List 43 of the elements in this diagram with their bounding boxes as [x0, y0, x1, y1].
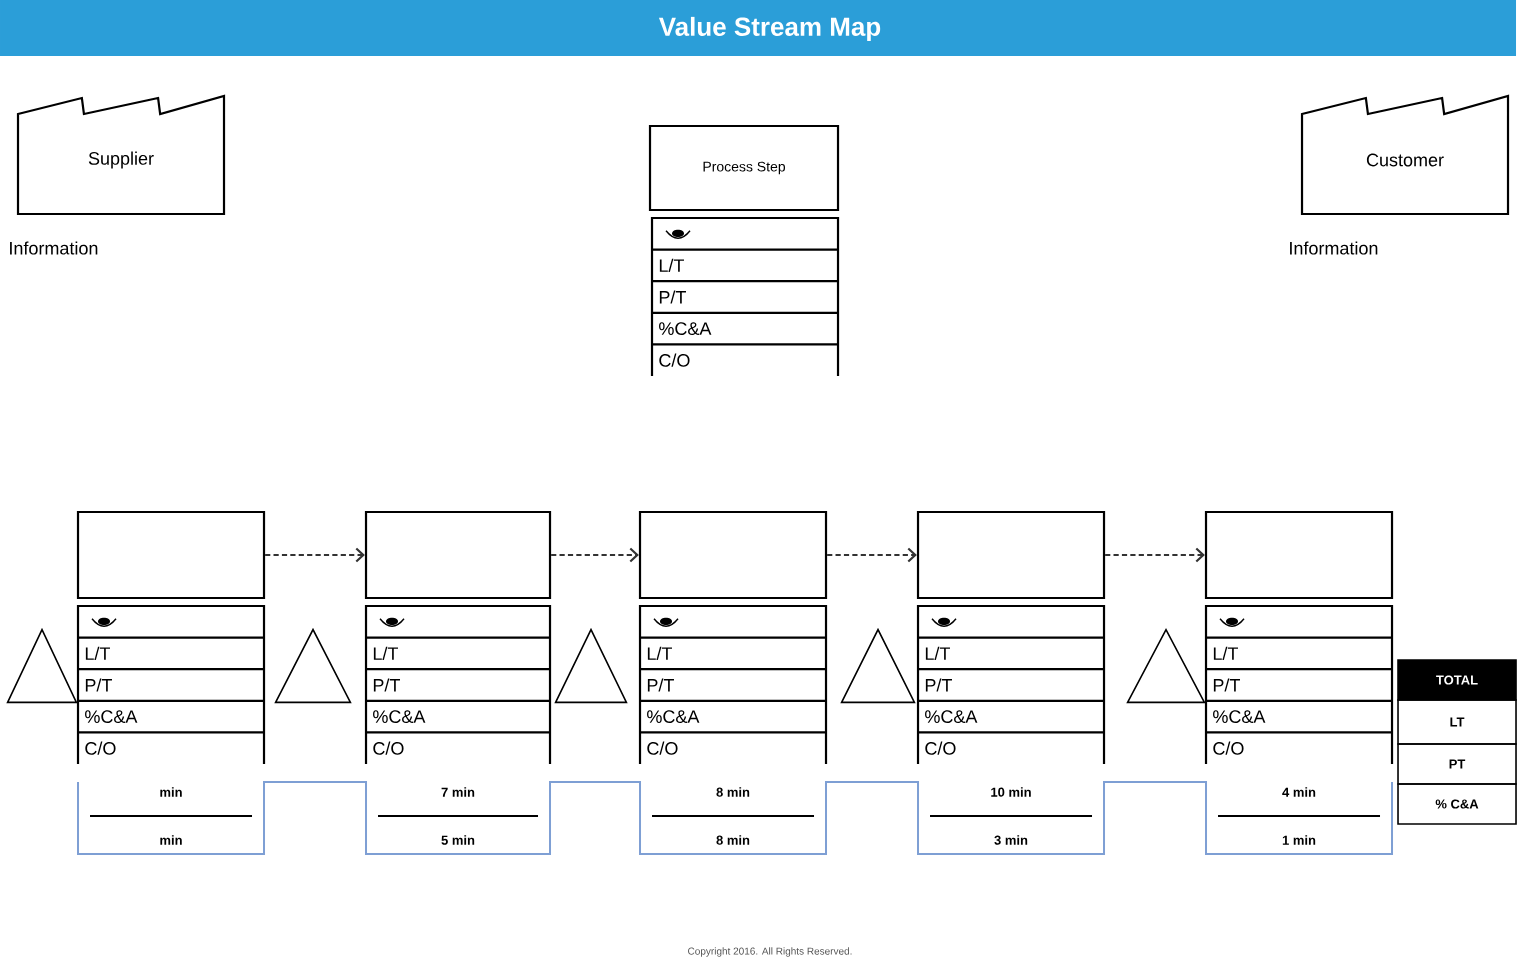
push-arrow — [1105, 547, 1205, 563]
inventory-triangle — [1126, 627, 1206, 704]
caption-text: Information — [10, 241, 98, 255]
row-label: L/T — [925, 646, 950, 660]
push-arrow — [265, 547, 365, 563]
row-label: %C&A — [647, 710, 700, 723]
row-label: %C&A — [1213, 710, 1266, 723]
row-label: C/O — [373, 741, 404, 755]
inventory-triangle — [6, 627, 78, 704]
row-label: L/T — [647, 646, 672, 660]
row-label: L/T — [373, 646, 398, 660]
row-label: C/O — [659, 353, 690, 367]
process-box — [916, 510, 1106, 600]
row-label: C/O — [925, 741, 956, 755]
factory-box: Supplier — [16, 94, 226, 216]
inventory-triangle — [274, 627, 352, 704]
process-box — [638, 510, 828, 600]
factory-box: Customer — [1300, 94, 1510, 216]
row-label: C/O — [1213, 741, 1244, 755]
row-label: P/T — [659, 290, 686, 304]
row-label: %C&A — [373, 710, 426, 723]
row-label: %C&A — [925, 710, 978, 723]
process-box — [76, 510, 266, 600]
row-label: C/O — [85, 741, 116, 755]
row-label: L/T — [659, 258, 684, 272]
row-label: %C&A — [85, 710, 138, 723]
inventory-triangle — [840, 627, 916, 704]
push-arrow — [551, 547, 639, 563]
process-box — [364, 510, 552, 600]
row-label: P/T — [647, 678, 674, 692]
row-label: C/O — [647, 741, 678, 755]
caption-text: Information — [1290, 241, 1378, 255]
row-label: P/T — [373, 678, 400, 692]
row-label: P/T — [925, 678, 952, 692]
push-arrow — [827, 547, 917, 563]
row-label: P/T — [1213, 678, 1240, 692]
row-label: L/T — [85, 646, 110, 660]
row-label: L/T — [1213, 646, 1238, 660]
title-bar: Value Stream Map — [0, 0, 1516, 56]
inventory-triangle — [554, 627, 628, 704]
process-box — [1204, 510, 1394, 600]
row-label: %C&A — [659, 322, 712, 335]
row-label: P/T — [85, 678, 112, 692]
